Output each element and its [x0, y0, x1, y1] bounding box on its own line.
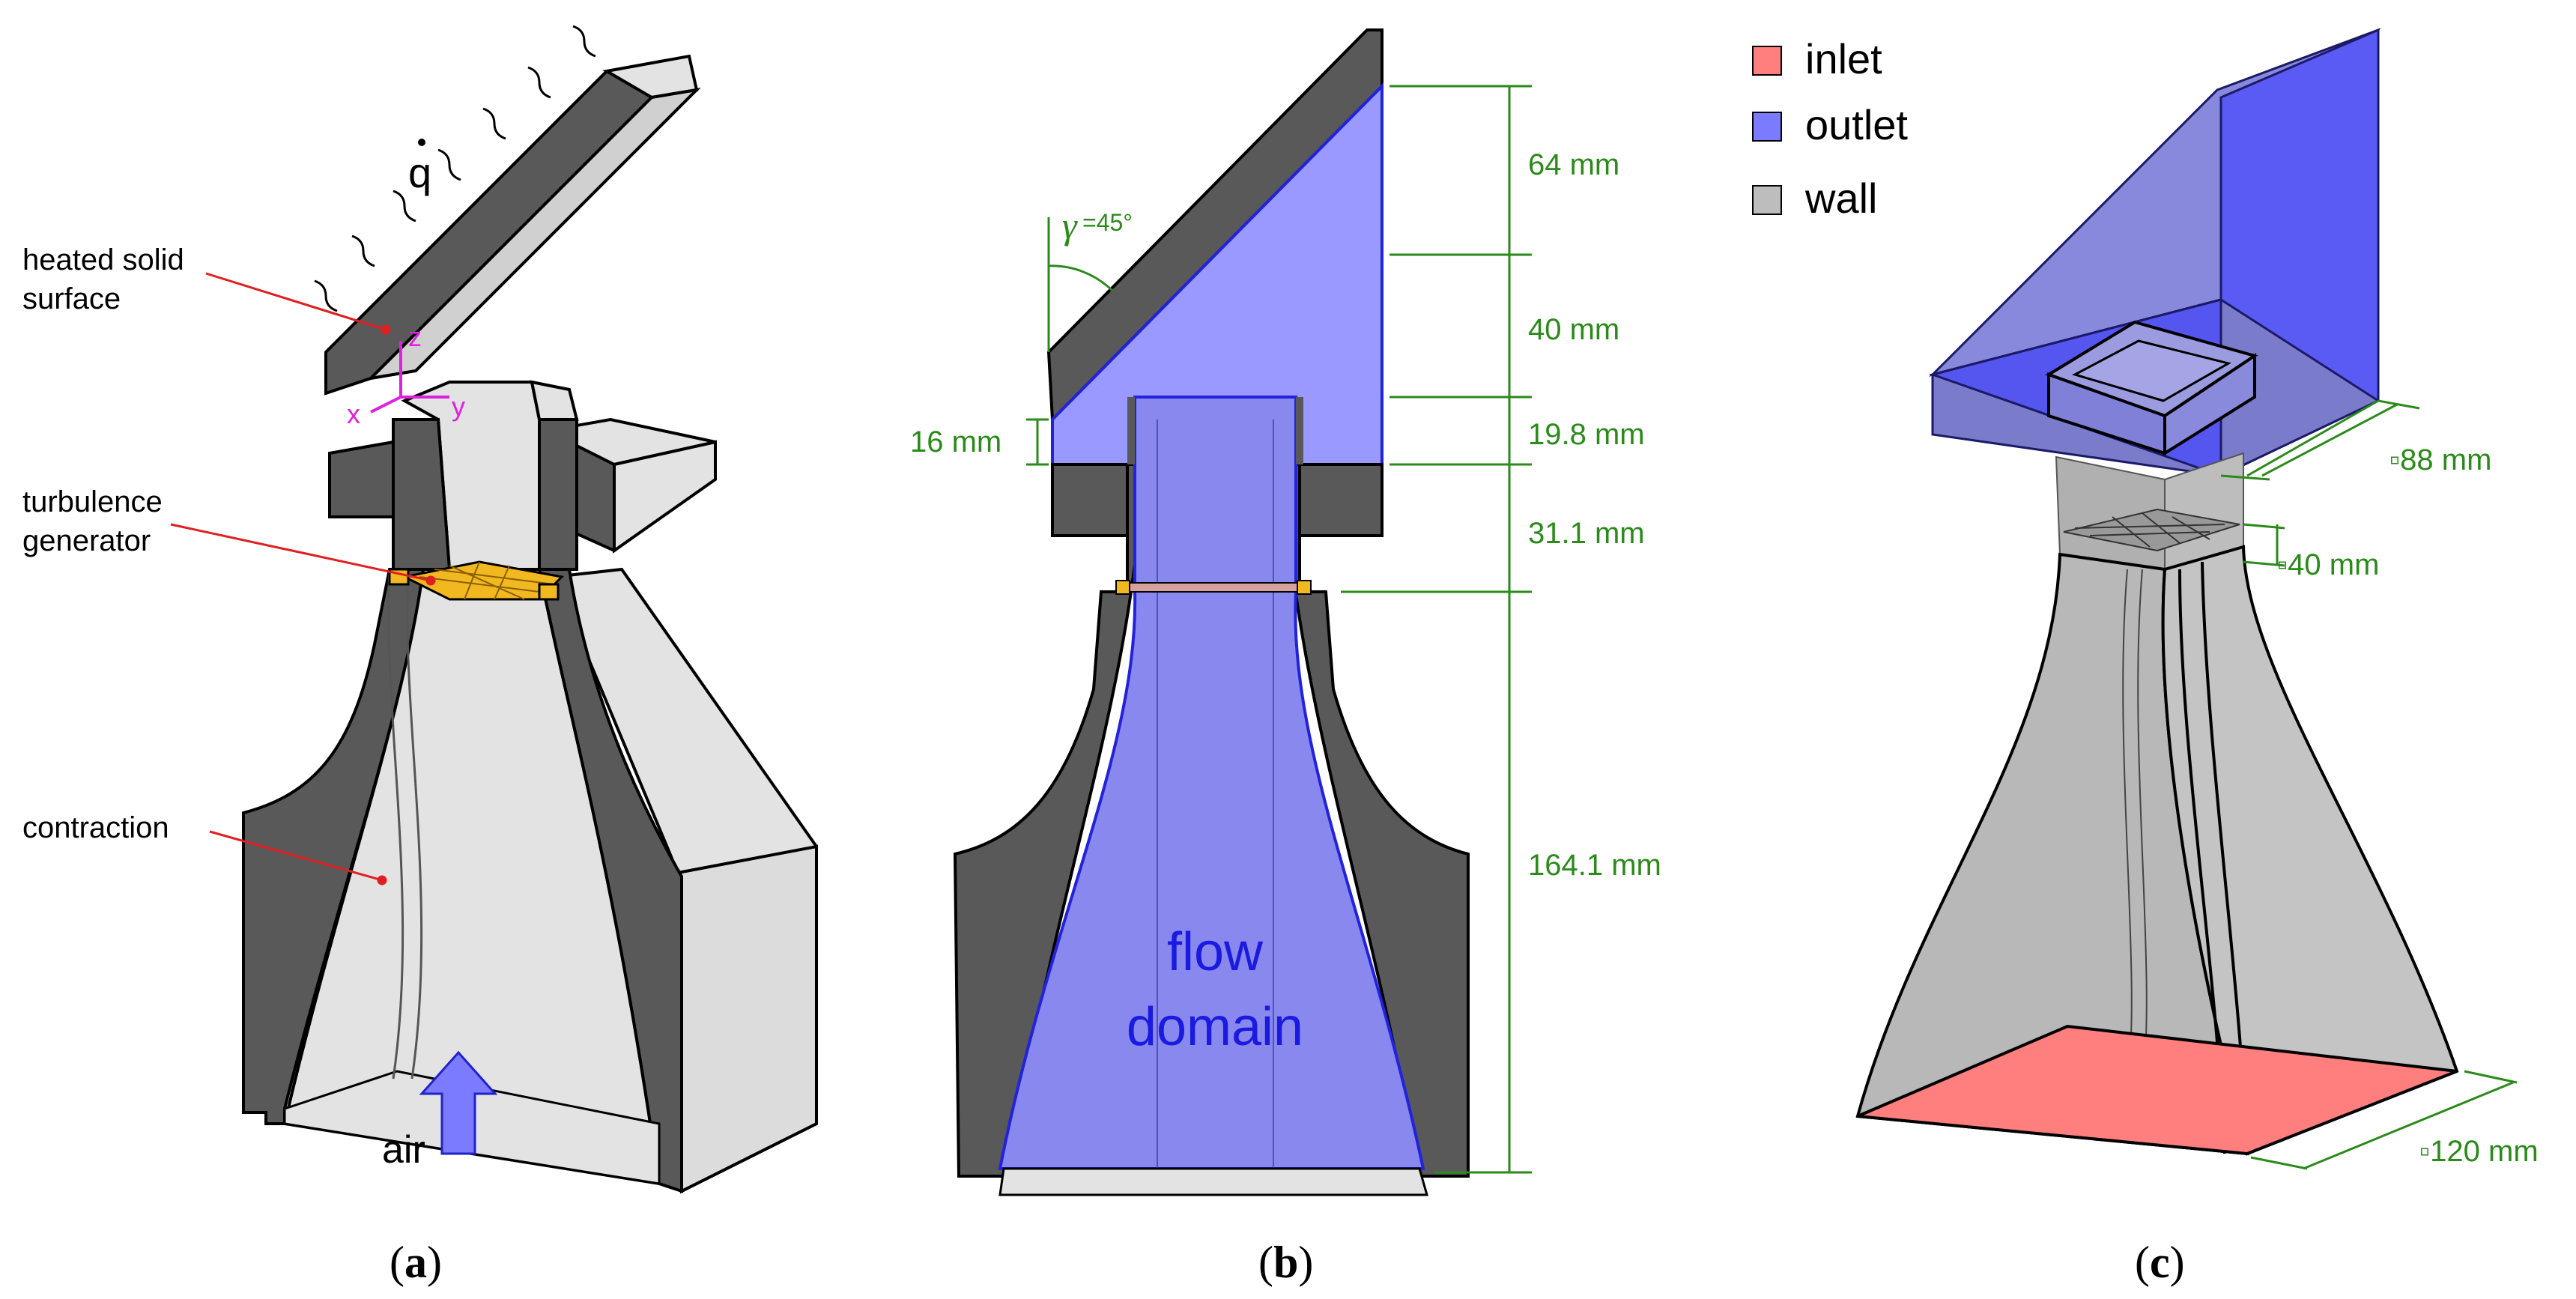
axis-z-label: z: [408, 321, 422, 352]
legend-label-inlet: inlet: [1805, 35, 1882, 82]
axis-x-label: x: [347, 399, 360, 429]
turbulence-label-2: generator: [22, 524, 151, 557]
heated-plate-section: [1046, 28, 1384, 423]
panel-c: inlet outlet wall: [1752, 28, 2539, 1287]
throat: [2055, 452, 2244, 571]
dim-31-1mm: 31.1 mm: [1528, 517, 1645, 550]
coordinate-axes: [370, 341, 449, 414]
dim-88mm: ▫88 mm: [2389, 443, 2491, 476]
dim-16mm: 16 mm: [910, 426, 1001, 458]
contraction-body: [242, 380, 818, 1194]
flow-domain-label-2: domain: [1127, 997, 1303, 1057]
caption-c: (c): [2135, 1238, 2185, 1287]
dim-stack: [1341, 85, 1532, 1174]
heated-surface-label-2: surface: [22, 282, 121, 315]
legend-swatch-inlet: [1752, 46, 1782, 76]
legend-label-outlet: outlet: [1805, 101, 1908, 148]
dims-c: [2220, 399, 2518, 1170]
turbulence-label-1: turbulence: [22, 485, 163, 518]
axis-y-label: y: [452, 391, 465, 422]
annotation-lines: [170, 272, 436, 885]
heated-surface-label-1: heated solid: [22, 243, 184, 276]
panel-b: γ =45° 16 mm 64 mm 40 mm 19.8 mm 31.1 mm…: [910, 28, 1661, 1287]
dim-120mm: ▫120 mm: [2419, 1135, 2539, 1168]
legend-swatch-outlet: [1752, 112, 1782, 142]
wall-body: [1855, 545, 2459, 1156]
legend: inlet outlet wall: [1752, 35, 1908, 222]
panel-a: heated solid surface q turbulence genera…: [22, 25, 818, 1287]
caption-a: (a): [390, 1238, 442, 1287]
legend-swatch-wall: [1752, 185, 1782, 215]
dim-19-8mm: 19.8 mm: [1528, 418, 1645, 451]
dim-164-1mm: 164.1 mm: [1528, 849, 1661, 882]
legend-label-wall: wall: [1804, 175, 1877, 222]
angle-value: =45°: [1082, 209, 1133, 236]
heated-plate: [324, 54, 701, 396]
flow-domain: [998, 396, 1425, 1170]
heat-flux-dot: [418, 139, 425, 146]
flow-domain-label-1: flow: [1167, 922, 1264, 982]
dim-40mm-c: ▫40 mm: [2277, 548, 2379, 581]
turbulence-grid-section: [1115, 582, 1312, 593]
outlet-volume: [1928, 28, 2381, 478]
turbulence-grid-c: [2063, 508, 2240, 552]
dim-64mm: 64 mm: [1528, 148, 1619, 181]
dim-16mm-line: [1026, 418, 1049, 466]
heat-flux-label: q: [408, 149, 431, 196]
angle-symbol: γ: [1062, 205, 1078, 246]
air-arrow: [419, 1050, 498, 1155]
air-label: air: [382, 1128, 425, 1172]
caption-b: (b): [1258, 1238, 1313, 1287]
angle-indicator: [1047, 217, 1114, 352]
heat-flux-arrows: [314, 25, 596, 312]
dim-40mm: 40 mm: [1528, 313, 1619, 346]
contraction-label: contraction: [22, 811, 169, 844]
inlet-face: [1857, 1024, 2458, 1156]
